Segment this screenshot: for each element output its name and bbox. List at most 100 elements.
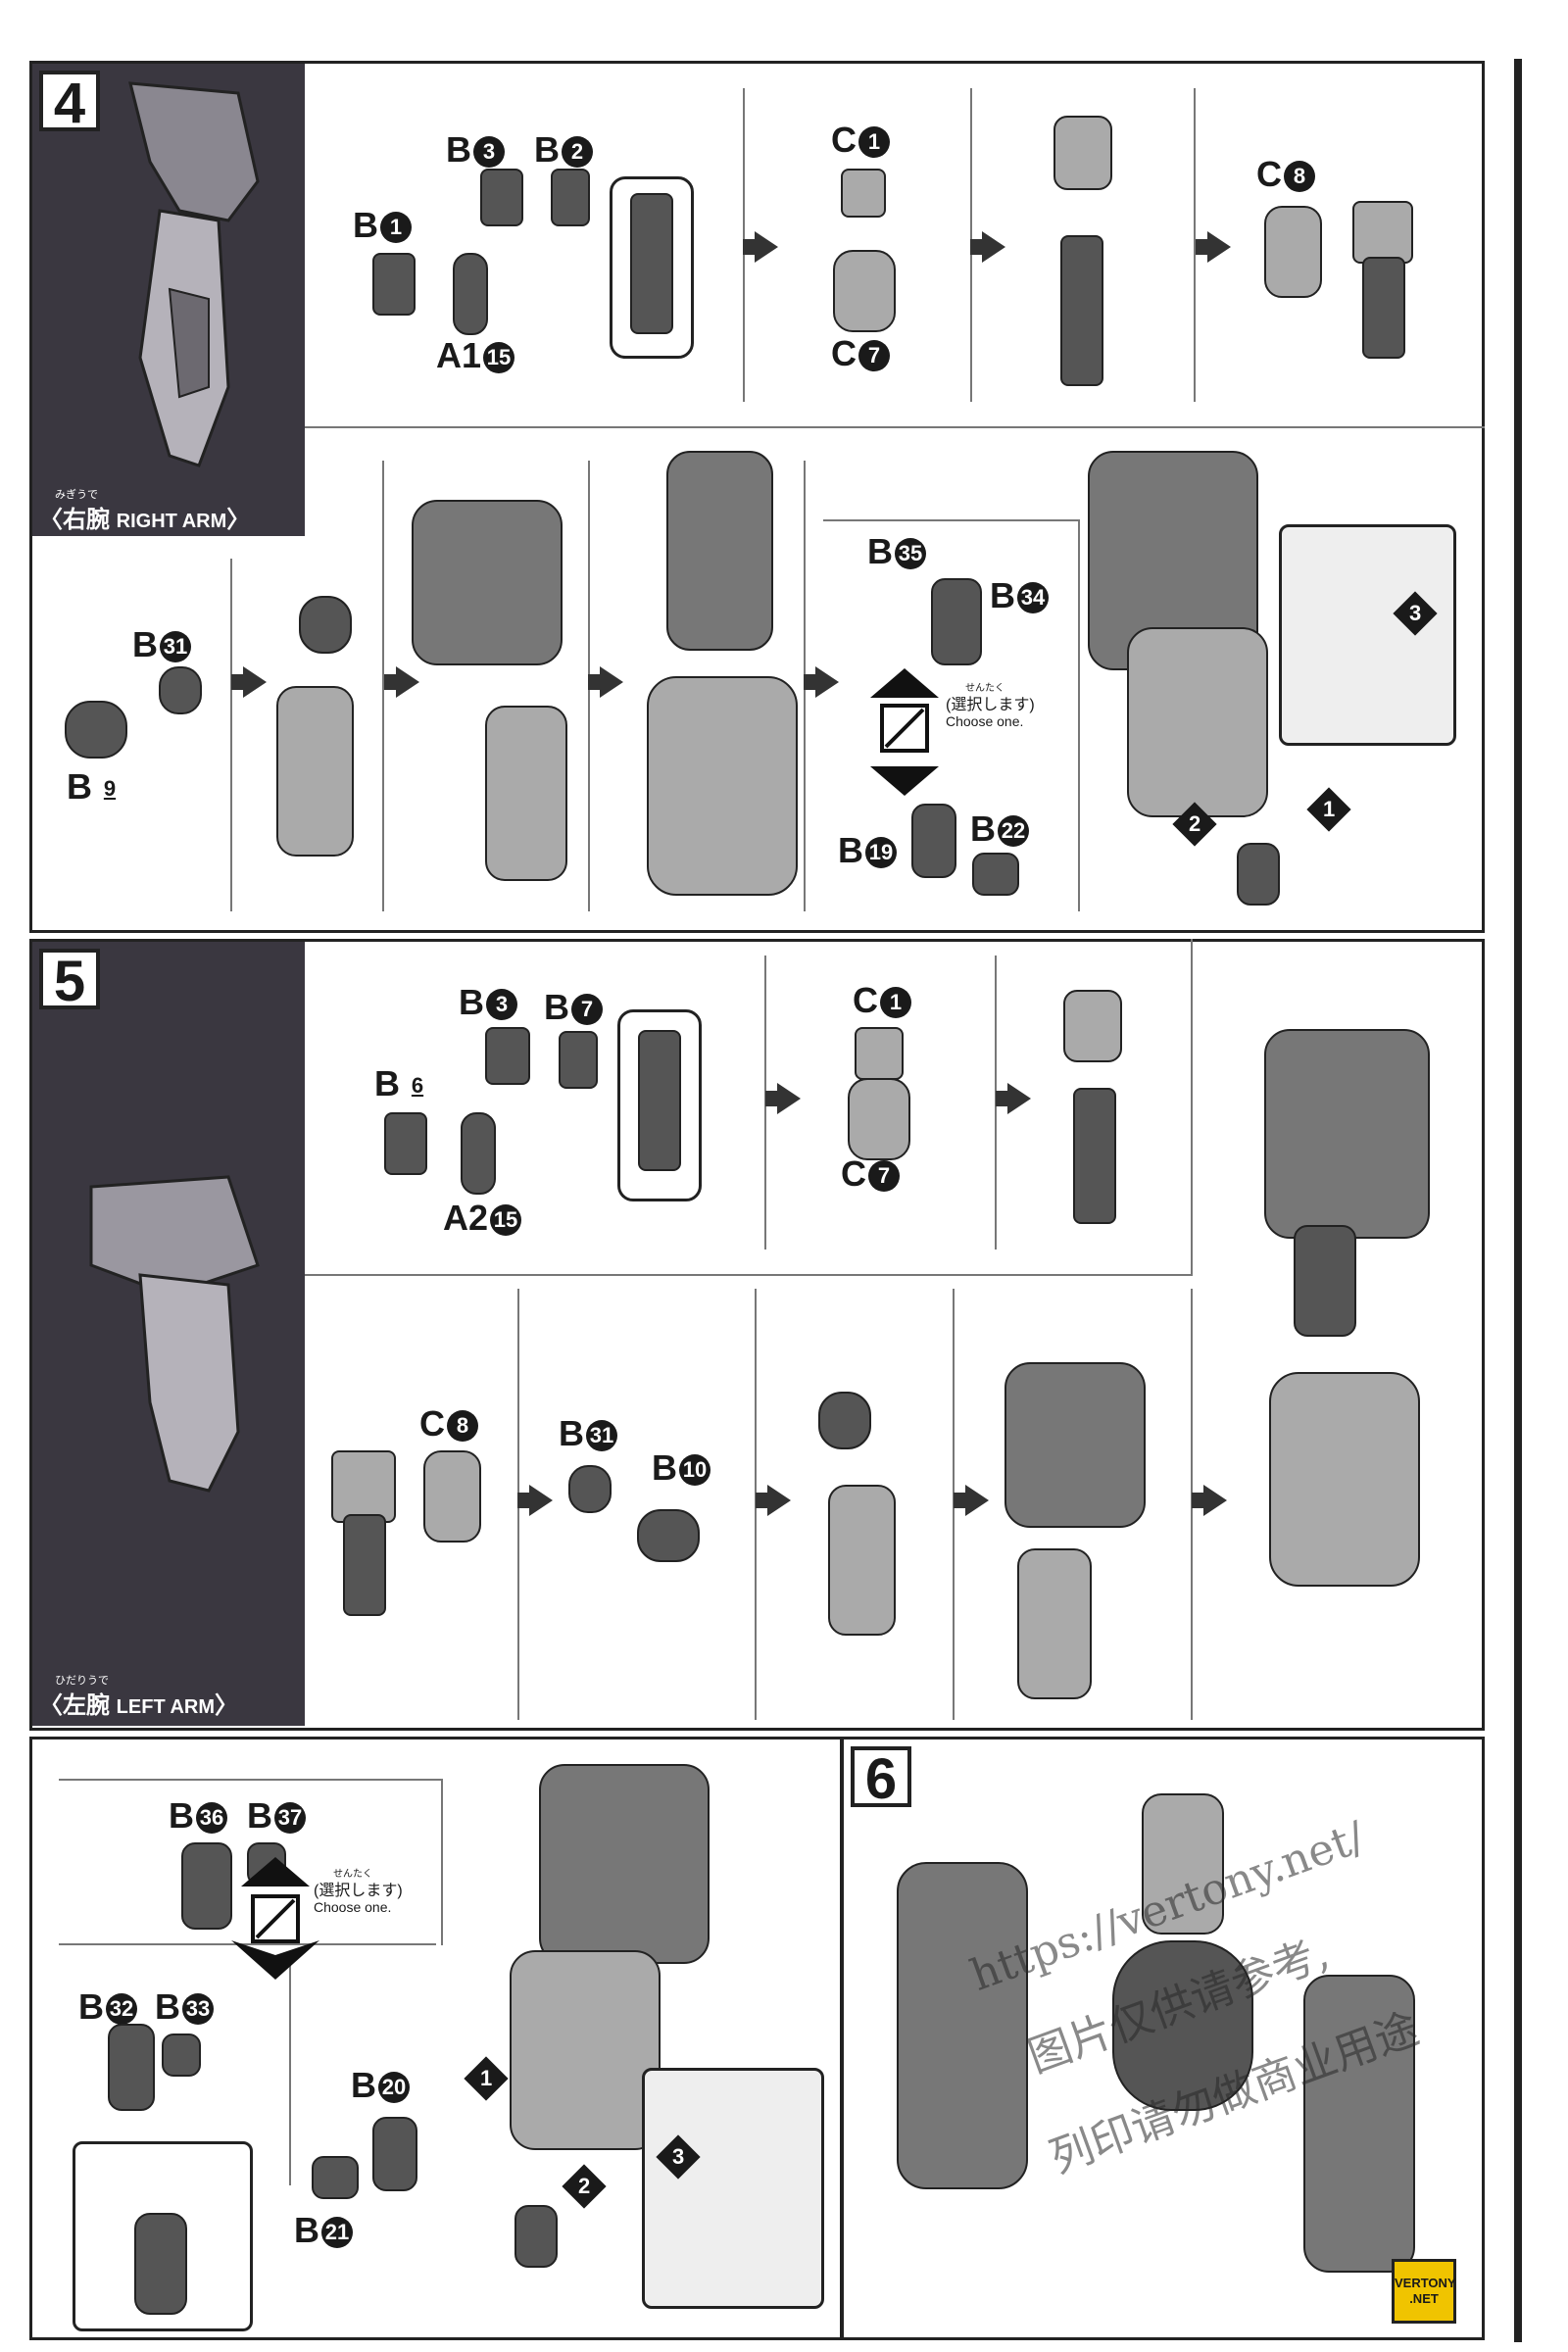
part-c8	[423, 1450, 481, 1543]
part-hand-b33	[162, 2034, 201, 2077]
choose-one-label: せんたく (選択します) Choose one.	[314, 1869, 403, 1915]
part-b31	[159, 666, 202, 714]
part-hand-b21	[312, 2156, 359, 2199]
page-edge-strip	[1514, 59, 1522, 2342]
step5-row1-right-edge	[1191, 939, 1193, 1275]
part-shoulder-armor	[412, 500, 563, 665]
step5-label-ruby: ひだりうで	[55, 1675, 109, 1687]
part-head	[1142, 1793, 1224, 1935]
part-forearm-top	[331, 1450, 396, 1523]
part-c1	[841, 169, 886, 218]
choose-one-icon	[231, 1857, 319, 1980]
assembled-forearm-inset	[617, 1009, 702, 1201]
part-hand-attach	[1237, 843, 1280, 906]
rotate-detail-inset	[1279, 524, 1456, 746]
hand-assembled-inset	[73, 2141, 253, 2331]
choose-box-divider-2	[289, 1960, 291, 2185]
flow-arrow	[954, 1485, 989, 1516]
step5-row-divider	[305, 1274, 1193, 1276]
step5-side-label: ひだりうで 〈左腕 LEFT ARM〉	[39, 1672, 238, 1720]
choose-one-icon	[870, 668, 939, 796]
part-shield-armor	[1269, 1372, 1420, 1587]
part-hand-b20	[372, 2117, 417, 2191]
part-shoulder-armor	[1004, 1362, 1146, 1528]
step6-badge: 6	[851, 1746, 911, 1809]
part-forearm-armor	[828, 1485, 896, 1636]
part-b7	[559, 1031, 598, 1089]
part-right-arm	[897, 1862, 1028, 2189]
part-c1	[855, 1027, 904, 1080]
part-b31	[568, 1465, 612, 1513]
part-left-arm	[1303, 1975, 1415, 2273]
part-upper-arm-large	[1264, 1029, 1430, 1239]
step4-label-en: RIGHT ARM	[116, 511, 227, 532]
step4-label-jp: 右腕	[63, 507, 110, 533]
step4-row2-divider-5	[1078, 519, 1080, 911]
choose-box-top	[59, 1779, 441, 1781]
flow-arrow	[804, 666, 839, 698]
choose-box-right	[441, 1779, 443, 1945]
flow-arrow	[384, 666, 419, 698]
part-hand-fist-2	[972, 853, 1019, 896]
part-forearm	[1073, 1088, 1116, 1224]
part-forearm-frame	[630, 193, 673, 334]
step4-row2-divider-2	[382, 461, 384, 911]
part-b3	[480, 169, 523, 226]
part-upper-arm	[666, 451, 773, 651]
part-b1	[372, 253, 416, 316]
flow-arrow	[231, 666, 267, 698]
part-hand-attach	[514, 2205, 558, 2268]
part-forearm-armor-2	[1017, 1548, 1092, 1699]
flow-arrow	[970, 231, 1005, 263]
part-b6	[384, 1112, 427, 1175]
vertony-logo: VERTONY.NET	[1392, 2259, 1456, 2324]
choose-one-label: せんたく (選択します) Choose one.	[946, 683, 1035, 729]
part-forearm-armor-2	[485, 706, 567, 881]
step4-choose-box-top	[823, 519, 1078, 521]
part-forearm-assembled	[1362, 257, 1405, 359]
part-b3	[485, 1027, 530, 1085]
part-arm-shield	[510, 1950, 661, 2150]
step4-row1-divider-3	[1194, 88, 1196, 402]
part-c7	[833, 250, 896, 332]
part-hand-assembled	[134, 2213, 187, 2315]
step4-row2-divider-1	[230, 559, 232, 911]
part-b9	[65, 701, 127, 759]
part-upper-arm-lower	[1294, 1225, 1356, 1337]
step4-side-label: みぎうで 〈右腕 RIGHT ARM〉	[39, 486, 250, 534]
part-shield-armor	[647, 676, 798, 896]
part-hand-b32	[108, 2024, 155, 2111]
flow-arrow	[1196, 231, 1231, 263]
flow-arrow	[588, 666, 623, 698]
part-forearm-frame	[638, 1030, 681, 1171]
step5-side-panel	[32, 942, 305, 1726]
part-arm-shield	[1127, 627, 1268, 817]
part-b2	[551, 169, 590, 226]
part-forearm-body	[343, 1514, 386, 1616]
part-forearm-assembled-top	[1352, 201, 1413, 264]
assembled-forearm-inset	[610, 176, 694, 359]
step5-label-en: LEFT ARM	[116, 1696, 216, 1718]
part-joint	[818, 1392, 871, 1449]
choose-box-divider	[59, 1943, 436, 1945]
